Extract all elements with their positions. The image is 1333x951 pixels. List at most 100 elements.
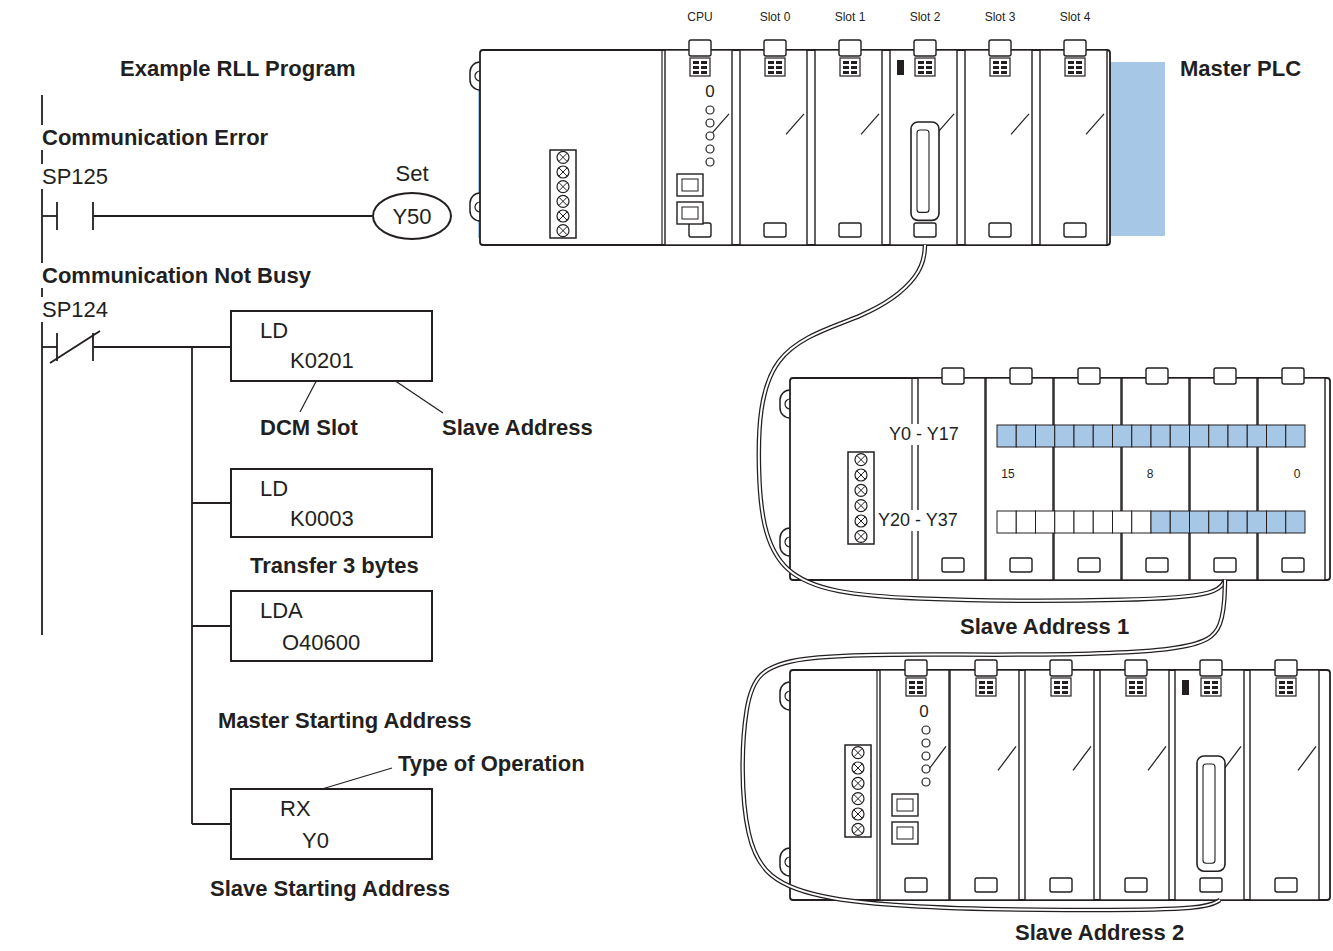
terminal-screw xyxy=(855,469,867,481)
cable-core xyxy=(743,580,1225,910)
comm-cable xyxy=(743,580,1225,910)
contact-symbol xyxy=(56,202,58,230)
module-foot xyxy=(764,223,786,237)
callout-text: Slave Address xyxy=(440,415,595,440)
cpu-indicator xyxy=(706,106,714,114)
output-status-cell xyxy=(1093,425,1112,447)
status-led xyxy=(987,681,993,684)
master-plc: Master PLC xyxy=(480,40,1110,245)
module-latch xyxy=(839,40,861,56)
module-foot xyxy=(1010,558,1032,572)
status-led xyxy=(776,66,782,69)
slave-plc: Slave Address 2 xyxy=(790,660,1330,900)
instruction-box: RXY0 xyxy=(230,788,433,860)
comm-port-socket xyxy=(682,207,698,219)
status-led xyxy=(926,66,932,69)
instruction-text: LD xyxy=(260,476,288,501)
output-status-cell xyxy=(1247,511,1266,533)
module xyxy=(740,50,807,245)
comm-port xyxy=(677,174,703,196)
status-led xyxy=(1001,61,1007,64)
output-range: Y20 - Y37 xyxy=(876,510,960,531)
master-plc-rack xyxy=(470,40,1165,245)
terminal-screw xyxy=(852,747,864,759)
status-led xyxy=(693,71,699,74)
terminal-strip xyxy=(845,745,871,837)
connector-face xyxy=(917,130,929,212)
slot-label: CPU xyxy=(685,11,714,25)
screw-slot xyxy=(854,810,862,818)
status-led xyxy=(1137,686,1143,689)
status-led xyxy=(1287,691,1293,694)
status-led xyxy=(917,686,923,689)
module-foot xyxy=(1050,878,1072,892)
screw-slot xyxy=(857,517,865,525)
terminal-screw xyxy=(852,808,864,820)
connector-face xyxy=(1203,764,1215,863)
status-led xyxy=(693,66,699,69)
module xyxy=(815,50,882,245)
status-led xyxy=(1137,691,1143,694)
status-led-block xyxy=(915,58,935,76)
module-foot xyxy=(975,878,997,892)
module xyxy=(950,670,1019,900)
screw-slot xyxy=(854,779,862,787)
screw-slot xyxy=(559,212,567,220)
cable-jacket xyxy=(743,580,1225,910)
instruction-text: Y0 xyxy=(302,828,329,853)
slot-label: Slot 4 xyxy=(1058,11,1093,25)
comm-port-socket xyxy=(897,827,913,839)
terminal-screw xyxy=(852,777,864,789)
instruction-box: LDAO40600 xyxy=(230,590,433,662)
output-status-cell xyxy=(1036,511,1055,533)
status-led xyxy=(768,61,774,64)
module-bevel xyxy=(1073,746,1091,770)
screw-slot xyxy=(854,825,862,833)
output-status-cell xyxy=(997,511,1016,533)
status-led xyxy=(1076,61,1082,64)
terminal-screw xyxy=(852,793,864,805)
module xyxy=(1122,378,1189,580)
output-status-cell xyxy=(1151,425,1170,447)
module xyxy=(890,50,957,245)
status-led xyxy=(701,71,707,74)
status-led xyxy=(776,71,782,74)
status-led xyxy=(909,681,915,684)
terminal-screw xyxy=(855,530,867,542)
module-foot xyxy=(1078,558,1100,572)
screw-slot xyxy=(857,486,865,494)
output-range: Y0 - Y17 xyxy=(887,424,961,445)
status-led-block xyxy=(1065,58,1085,76)
status-led-block xyxy=(1051,678,1071,696)
output-status-cell xyxy=(1074,425,1093,447)
screw-slot xyxy=(857,471,865,479)
output-status-cell xyxy=(1267,511,1286,533)
module xyxy=(1258,378,1325,580)
status-led xyxy=(909,691,915,694)
status-led xyxy=(843,61,849,64)
diagram-heading: Example RLL Program xyxy=(118,56,358,81)
output-status-cell xyxy=(1016,511,1035,533)
callout-text: DCM Slot xyxy=(258,415,360,440)
output-status-cell xyxy=(1286,425,1305,447)
status-led xyxy=(1054,691,1060,694)
instruction-box: LDK0003 xyxy=(230,468,433,538)
terminal-screw xyxy=(855,515,867,527)
coil-type: Set xyxy=(374,161,450,186)
status-led xyxy=(1204,686,1210,689)
comm-port xyxy=(677,202,703,224)
terminal-screw xyxy=(557,225,569,237)
rack-base xyxy=(790,378,1330,580)
status-led-block xyxy=(976,678,996,696)
module xyxy=(665,50,732,245)
module xyxy=(1175,670,1244,900)
status-led xyxy=(1129,691,1135,694)
status-led xyxy=(851,66,857,69)
module-latch xyxy=(1282,368,1304,384)
screw-slot xyxy=(559,153,567,161)
output-status-cell xyxy=(1132,425,1151,447)
module xyxy=(1100,670,1169,900)
output-status-cell xyxy=(1093,511,1112,533)
terminal-strip xyxy=(848,452,874,544)
terminal-screw xyxy=(852,823,864,835)
